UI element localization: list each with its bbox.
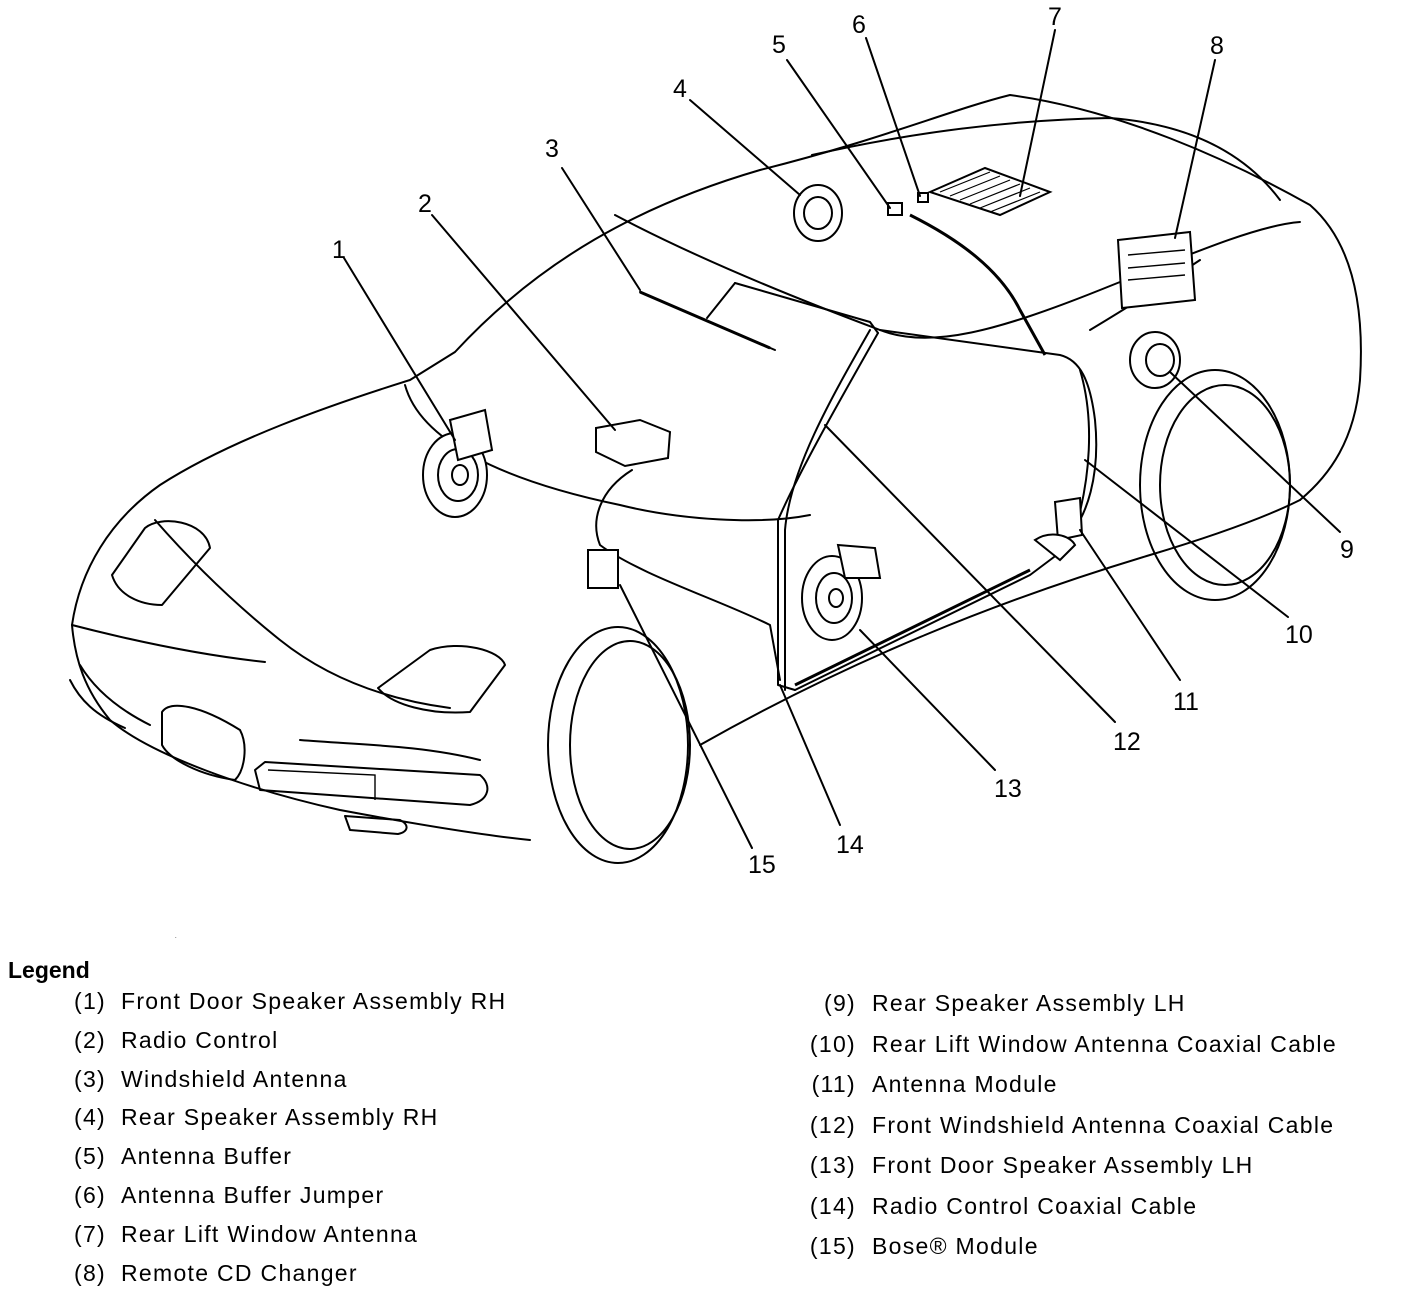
legend-item: (14)Radio Control Coaxial Cable [809,1192,1198,1219]
rear-lift-window-antenna [927,166,1053,217]
callout-4: 4 [673,75,687,103]
legend-list-right: (9)Rear Speaker Assembly LH (10)Rear Lif… [800,990,1337,1274]
stray-dot: . [175,934,177,940]
legend-item: (12)Front Windshield Antenna Coaxial Cab… [809,1111,1335,1138]
callout-5: 5 [772,31,786,59]
legend-item: (15)Bose® Module [809,1233,1039,1259]
legend-item: (1)Front Door Speaker Assembly RH [73,988,507,1014]
leader-lines [343,29,1341,849]
legend-list-left: (1)Front Door Speaker Assembly RH (2)Rad… [60,988,506,1298]
callout-labels: 1 2 3 4 5 6 7 8 9 10 11 12 13 14 15 [332,3,1354,879]
legend-item: (5)Antenna Buffer [73,1143,293,1170]
legend-item: (10)Rear Lift Window Antenna Coaxial Cab… [809,1030,1337,1057]
callout-12: 12 [1113,728,1141,756]
legend-title: Legend [8,957,90,983]
callout-9: 9 [1340,536,1354,564]
legend-item: (3)Windshield Antenna [73,1065,348,1092]
callout-7: 7 [1048,3,1062,31]
callout-14: 14 [836,831,864,859]
legend-item: (13)Front Door Speaker Assembly LH [809,1152,1254,1178]
callout-11: 11 [1173,688,1199,716]
legend-item: (6)Antenna Buffer Jumper [73,1181,385,1208]
legend-item: (8)Remote CD Changer [73,1259,358,1286]
callout-3: 3 [545,135,559,163]
front-lamps [69,520,506,835]
callout-15: 15 [748,851,776,879]
callout-10: 10 [1285,621,1313,649]
car-body [71,94,1362,841]
legend-item: (7)Rear Lift Window Antenna [73,1220,419,1247]
legend-item: (9)Rear Speaker Assembly LH [823,990,1186,1016]
callout-13: 13 [994,775,1022,803]
callout-6: 6 [852,11,866,39]
legend-item: (4)Rear Speaker Assembly RH [73,1104,439,1131]
car-audio-antenna-diagram: 1 2 3 4 5 6 7 8 9 10 11 12 13 14 15 . [69,3,1362,940]
legend-item: (2)Radio Control [73,1026,279,1053]
callout-1: 1 [332,236,346,264]
components [422,184,1197,641]
callout-2: 2 [418,190,432,218]
callout-8: 8 [1210,32,1224,60]
legend-item: (11)Antenna Module [811,1071,1058,1097]
